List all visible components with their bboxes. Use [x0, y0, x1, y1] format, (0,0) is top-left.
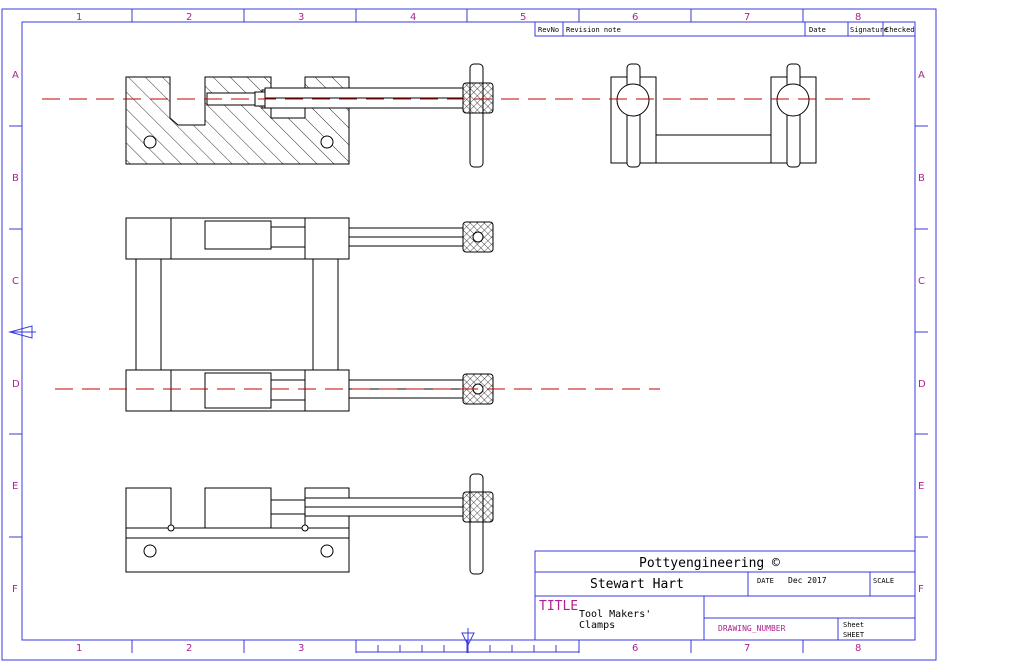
pivot-hole-right: [320, 135, 334, 149]
knurled-knob-front: [462, 491, 494, 523]
clamp-bottom-screw-inner: [270, 379, 306, 401]
sheet-frame: [1, 8, 937, 661]
rail-right: [312, 258, 339, 371]
pivot-hole-front-left: [143, 544, 157, 558]
title-block: Pottyengineering © Stewart Hart DATE Dec…: [534, 550, 916, 641]
row-label-right: D: [918, 379, 926, 390]
clamp-top-jaw: [204, 220, 272, 250]
col-label-bottom: 7: [744, 643, 750, 654]
col-label-bottom: 3: [298, 643, 304, 654]
row-label-left: E: [12, 481, 18, 492]
column-ticks-top: [131, 9, 804, 22]
checked-header: Checked: [885, 26, 915, 34]
knurled-knob: [462, 82, 494, 114]
date-value: Dec 2017: [788, 576, 827, 585]
col-label-bottom: 6: [632, 643, 638, 654]
tommy-bar: [469, 63, 484, 168]
row-label-right: C: [918, 276, 925, 287]
front-view: [125, 473, 494, 575]
centerlines: [42, 98, 872, 390]
col-label-top: 3: [298, 12, 304, 23]
row-label-right: B: [918, 173, 925, 184]
signature-header: Signature: [850, 26, 888, 34]
title-label: TITLE: [539, 599, 578, 614]
sheet-label: Sheet: [843, 621, 864, 629]
revision-block: RevNo Revision note Date Signature Check…: [534, 21, 916, 37]
col-label-top: 4: [410, 12, 416, 23]
clamp-bottom-jaw: [204, 372, 272, 409]
pivot-hole-left: [143, 135, 157, 149]
sheet-value: SHEET: [843, 631, 865, 639]
rail-left: [135, 258, 162, 371]
revision-note-header: Revision note: [566, 26, 621, 34]
col-label-top: 7: [744, 12, 750, 23]
zone-labels: 1 2 3 4 5 6 7 8 1 2 3 6 7 8 A B C D E F …: [12, 12, 926, 654]
scale-label: SCALE: [873, 577, 894, 585]
section-view: [125, 63, 494, 168]
tommy-bar-front: [469, 473, 484, 575]
row-ticks: [9, 125, 928, 538]
drawing-number: DRAWING_NUMBER: [718, 624, 786, 633]
row-label-right: E: [918, 481, 924, 492]
date-label: DATE: [757, 577, 774, 585]
col-label-top: 8: [855, 12, 861, 23]
row-label-left: F: [12, 584, 18, 595]
col-label-bottom: 8: [855, 643, 861, 654]
drawing-title-line2: Clamps: [579, 620, 615, 631]
row-label-left: A: [12, 70, 19, 81]
clamp-top-screw-inner: [270, 226, 306, 248]
col-label-top: 6: [632, 12, 638, 23]
row-label-right: F: [918, 584, 924, 595]
plan-view: [125, 217, 494, 412]
rev-no-header: RevNo: [538, 26, 559, 34]
screw-end-left: [616, 83, 650, 117]
col-label-bottom: 2: [186, 643, 192, 654]
col-label-top: 2: [186, 12, 192, 23]
col-label-bottom: 1: [76, 643, 82, 654]
drawing-title-line1: Tool Makers': [579, 609, 651, 620]
row-label-left: D: [12, 379, 20, 390]
col-label-top: 1: [76, 12, 82, 23]
connecting-bar: [655, 134, 772, 164]
end-view: [610, 63, 817, 168]
row-label-left: B: [12, 173, 19, 184]
pivot-hole-front-right: [320, 544, 334, 558]
row-label-left: C: [12, 276, 19, 287]
author-name: Stewart Hart: [590, 577, 684, 592]
screw-end-right: [776, 83, 810, 117]
row-label-right: A: [918, 70, 925, 81]
company-name: Pottyengineering ©: [639, 556, 780, 571]
col-label-top: 5: [520, 12, 526, 23]
rev-date-header: Date: [809, 26, 826, 34]
outer-border: [1, 8, 937, 661]
